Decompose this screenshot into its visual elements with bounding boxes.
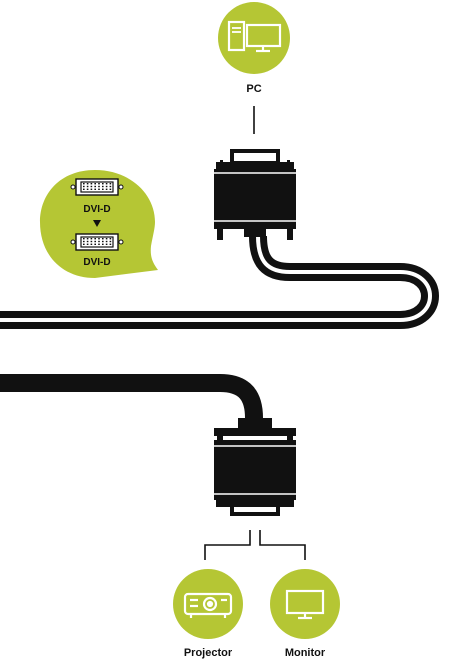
- dvi-pin: [102, 238, 104, 240]
- dvi-pin: [94, 188, 96, 190]
- top-dvi-connector: [214, 149, 296, 240]
- callout-to-label: DVI-D: [83, 257, 110, 268]
- monitor-node: [270, 569, 340, 639]
- dvi-pin: [90, 240, 93, 243]
- desktop-pc-icon: [227, 20, 282, 53]
- dvi-pin: [109, 238, 112, 240]
- monitor-label: Monitor: [285, 647, 326, 659]
- callout-from-label: DVI-D: [83, 204, 110, 215]
- dvi-pin: [94, 183, 96, 185]
- pc-circle: [218, 2, 290, 74]
- dvi-pin: [98, 188, 100, 190]
- dvi-pin: [102, 183, 104, 185]
- dvi-pin: [109, 240, 112, 243]
- dvi-pin: [86, 243, 89, 245]
- dvi-pin: [86, 183, 89, 185]
- dvi-pin: [83, 188, 85, 190]
- dvi-pin: [86, 188, 89, 190]
- dvi-pin: [105, 243, 108, 245]
- dvi-pin: [83, 238, 85, 240]
- dvi-pin: [105, 185, 108, 188]
- dvi-pin: [105, 238, 108, 240]
- dvi-pin: [109, 243, 112, 245]
- dvi-pin: [90, 238, 93, 240]
- dvi-pin: [109, 183, 112, 185]
- dvi-pin: [98, 243, 100, 245]
- dvi-pin: [86, 185, 89, 188]
- monitor-icon: [285, 589, 325, 620]
- lower-cable: [0, 374, 263, 419]
- monitor-circle: [270, 569, 340, 639]
- dvi-port-icon: [70, 233, 124, 251]
- dvi-pin: [90, 183, 93, 185]
- dvi-pin: [83, 240, 85, 243]
- projector-node: [173, 569, 243, 639]
- dvi-port-icon: [70, 178, 124, 196]
- upper-cable: [0, 235, 439, 329]
- dvi-pin: [105, 240, 108, 243]
- dvi-pin: [102, 240, 104, 243]
- dvi-pin: [83, 183, 85, 185]
- dvi-pin: [90, 185, 93, 188]
- dvi-pin: [90, 188, 93, 190]
- dvi-pin: [109, 185, 112, 188]
- dvi-pin: [98, 183, 100, 185]
- dvi-pin: [109, 188, 112, 190]
- dvi-pin: [83, 185, 85, 188]
- dvi-pin: [105, 183, 108, 185]
- callout-shape: [40, 170, 158, 278]
- dvi-pin: [102, 243, 104, 245]
- dvi-pin: [94, 240, 96, 243]
- dvi-pin: [102, 188, 104, 190]
- dvi-pin: [86, 240, 89, 243]
- dvi-pin: [94, 185, 96, 188]
- arrow-down-icon: [93, 220, 101, 227]
- dvi-pin: [98, 240, 100, 243]
- dvi-pin: [83, 243, 85, 245]
- pc-label: PC: [246, 83, 261, 95]
- dvi-pin: [98, 185, 100, 188]
- dvi-pin: [105, 188, 108, 190]
- dvi-pin: [102, 185, 104, 188]
- dvi-pin: [94, 238, 96, 240]
- dvi-pin: [86, 238, 89, 240]
- dvi-pin: [98, 238, 100, 240]
- dvi-pin: [94, 243, 96, 245]
- projector-label: Projector: [184, 647, 233, 659]
- callout-bubble: DVI-D DVI-D: [40, 170, 158, 278]
- dvi-pin: [90, 243, 93, 245]
- split-lines: [204, 530, 306, 560]
- bottom-dvi-connector: [214, 418, 296, 516]
- projector-icon: [183, 592, 233, 618]
- pc-node: [218, 2, 290, 74]
